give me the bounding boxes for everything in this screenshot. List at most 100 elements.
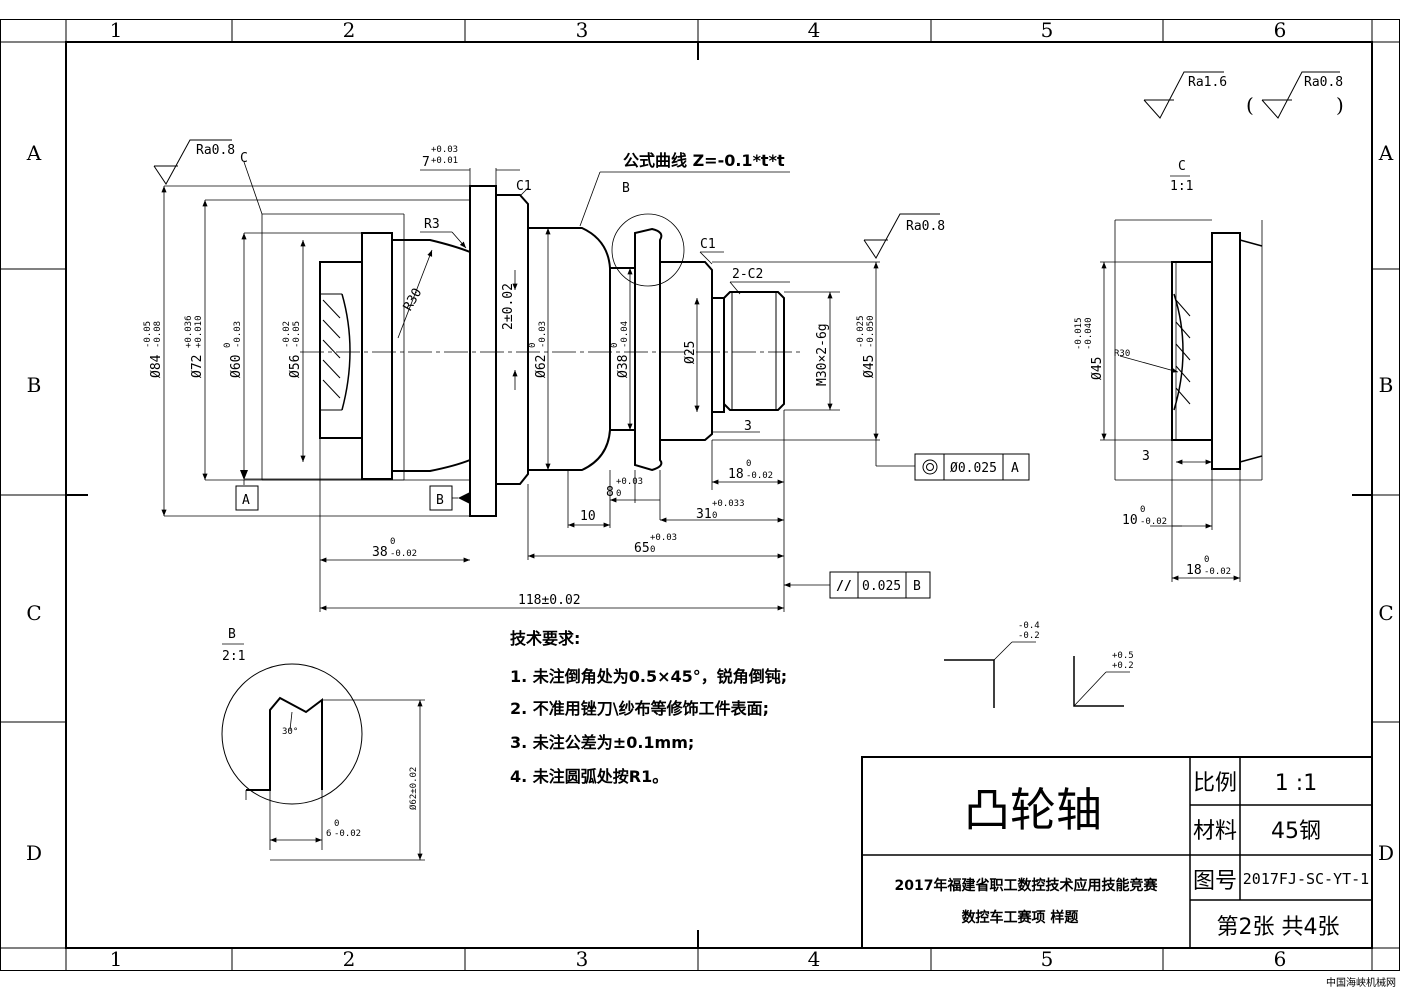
chamfer-c1-b: C1: [700, 237, 716, 252]
material-value: 45钢: [1271, 819, 1321, 844]
internal-bore: [320, 293, 351, 411]
dim-d84: Ø84: [149, 354, 164, 378]
view-c-dim-3: 3: [1142, 449, 1150, 464]
chamfer-2c2: 2-C2: [732, 267, 763, 282]
roughness-icon-2: [1261, 71, 1340, 119]
zone-row-a-right: A: [1378, 141, 1394, 165]
paren-close: ): [1336, 93, 1344, 117]
zone-row-d: D: [26, 841, 42, 865]
edge-condition-symbols: [944, 641, 1130, 708]
dim-d38-tol-low: -0.04: [620, 321, 630, 348]
zone-row-d-right: D: [1378, 841, 1394, 865]
dim-38-tol-up: 0: [390, 537, 395, 547]
dim-65-tol-low: 0: [650, 545, 655, 555]
dim-d60-tol-up: 0: [223, 343, 233, 348]
dim-38-tol-low: -0.02: [390, 549, 417, 559]
dim-8-tol-up: +0.03: [616, 477, 643, 487]
dim-18: 18: [728, 467, 744, 482]
dim-d62-tol-up: 0: [528, 343, 538, 348]
drawing-no-value: 2017FJ-SC-YT-1: [1243, 870, 1369, 888]
datum-b-box: [429, 485, 453, 511]
formula-curve-label: 公式曲线 Z=-0.1*t*t: [623, 151, 785, 170]
datum-a-label: A: [242, 493, 250, 508]
title-block: [861, 756, 1373, 949]
main-part-outline: [319, 185, 785, 517]
dim-65: 65: [634, 541, 650, 556]
parallelism-datum: B: [913, 579, 921, 594]
dim-118: 118±0.02: [518, 593, 581, 608]
main-view-dimension-lines: [161, 161, 915, 612]
detail-b-angle: 30°: [282, 727, 298, 737]
dim-d60-tol-low: -0.03: [233, 321, 243, 348]
competition-line-2: 数控车工赛项 样题: [962, 909, 1080, 926]
material-label: 材料: [1193, 819, 1237, 844]
view-c: [1100, 219, 1263, 582]
zone-col-6-bottom: 6: [1274, 947, 1287, 971]
edge-outer-lower: -0.2: [1018, 631, 1040, 641]
ra-other: Ra0.8: [1304, 75, 1343, 90]
technical-requirements: 技术要求: 1. 未注倒角处为0.5×45°，锐角倒钝; 2. 不准用锉刀\纱布…: [510, 629, 787, 786]
zone-col-6: 6: [1274, 18, 1287, 42]
concentricity-value: Ø0.025: [950, 461, 997, 476]
roughness-icon: [1143, 71, 1224, 119]
zone-row-a: A: [26, 141, 42, 165]
detail-b-marker: B: [622, 181, 630, 196]
radius-r3: R3: [424, 217, 440, 232]
datum-b-label: B: [436, 493, 444, 508]
detail-b-scale: 2:1: [222, 649, 245, 664]
zone-labels: 1 2 3 4 5 6 1 2 3 4 5 6 A B C D A B C D: [26, 18, 1394, 971]
zone-col-4: 4: [808, 18, 821, 42]
dim-2-width: 2±0.02: [501, 283, 516, 330]
view-c-d45-tol-low: -0.040: [1084, 317, 1094, 350]
view-c-dim-18-tol-up: 0: [1204, 555, 1209, 565]
edge-inner-lower: +0.2: [1112, 661, 1134, 671]
detail-b-title: B: [228, 627, 236, 642]
datum-a-triangle: [240, 470, 248, 480]
dim-8-tol-low: 0: [616, 489, 621, 499]
dim-7-tol-up: +0.03: [431, 145, 458, 155]
concentricity-icon: [922, 459, 938, 475]
dim-8: 8: [606, 485, 614, 500]
zone-col-2-bottom: 2: [343, 947, 356, 971]
dim-d72-tol-up: +0.036: [184, 315, 194, 348]
view-c-dim-10-tol-up: 0: [1140, 505, 1145, 515]
detail-b-len6-tol-up: 0: [334, 819, 339, 829]
dim-d72: Ø72: [190, 355, 205, 378]
dim-d45: Ø45: [862, 355, 877, 378]
tech-req-item-3: 3. 未注公差为±0.1mm;: [510, 733, 694, 752]
dim-18-tol-low: -0.02: [746, 471, 773, 481]
view-c-scale: 1:1: [1170, 179, 1193, 194]
title-block-text: 凸轮轴 比例 1 :1 材料 45钢 图号 2017FJ-SC-YT-1 201…: [895, 771, 1370, 940]
dim-d38: Ø38: [616, 355, 631, 378]
dim-d62-tol-low: -0.03: [538, 321, 548, 348]
dim-7-tol-low: +0.01: [431, 156, 458, 166]
view-c-dim-18-tol-low: -0.02: [1204, 567, 1231, 577]
dim-d56-tol-low: -0.05: [292, 321, 302, 348]
parallelism-frame: [829, 571, 931, 599]
view-c-d45-tol-up: -0.015: [1074, 317, 1084, 350]
dim-38: 38: [372, 545, 388, 560]
concentricity-frame: [914, 453, 1030, 481]
surface-finish-symbols: [153, 71, 1340, 259]
zone-row-b: B: [27, 373, 42, 397]
detail-b-d62: Ø62±0.02: [408, 767, 419, 810]
view-c-dim-10-tol-low: -0.02: [1140, 517, 1167, 527]
tech-req-item-1: 1. 未注倒角处为0.5×45°，锐角倒钝;: [510, 667, 787, 686]
dim-d25: Ø25: [683, 341, 698, 364]
tech-req-item-2: 2. 不准用锉刀\纱布等修饰工件表面;: [510, 699, 769, 718]
horizontal-dimension-texts: 7 +0.03 +0.01 3 18 0 -0.02 8 +0.03 0 10 …: [372, 145, 773, 608]
dim-d84-tol-up: -0.05: [143, 321, 153, 348]
zone-row-c: C: [26, 601, 41, 625]
datum-b-triangle: [458, 492, 470, 504]
dim-31-tol-low: 0: [712, 511, 717, 521]
detail-b: [221, 663, 425, 861]
ra-right-diameter: Ra0.8: [906, 219, 945, 234]
zone-col-3-bottom: 3: [576, 947, 589, 971]
dim-d62: Ø62: [534, 355, 549, 378]
scale-value: 1 :1: [1275, 771, 1317, 796]
dim-7: 7: [422, 155, 430, 170]
tech-req-heading: 技术要求:: [510, 629, 580, 648]
detail-b-len6: 6: [326, 829, 331, 839]
zone-col-4-bottom: 4: [808, 947, 821, 971]
